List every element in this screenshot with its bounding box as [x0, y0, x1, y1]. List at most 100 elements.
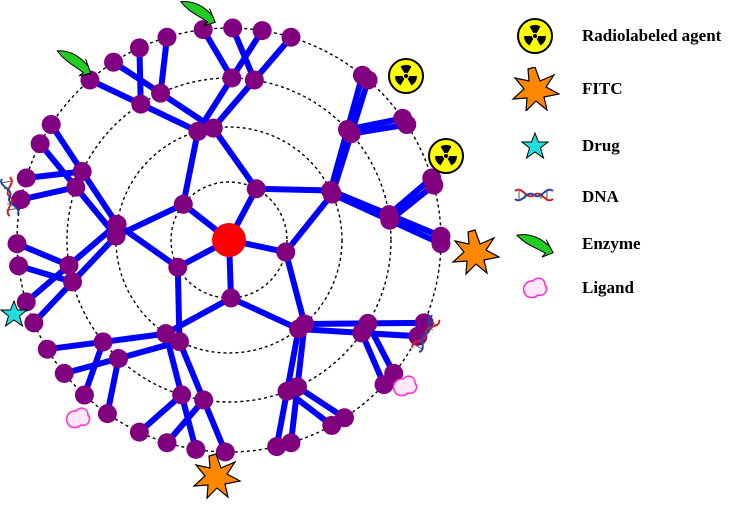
radioactive-icon: [517, 18, 553, 54]
branch-node: [80, 70, 100, 90]
branch-node: [66, 177, 86, 197]
legend-item-ligand: Ligand: [510, 266, 745, 310]
legend-item-enzyme: Enzyme: [510, 222, 745, 266]
legend-label: FITC: [582, 79, 623, 98]
branch-node: [24, 313, 44, 333]
branch-node: [289, 319, 309, 339]
branch-node: [281, 433, 301, 453]
branch-line: [79, 168, 121, 228]
branch-line: [137, 101, 201, 135]
branch-node: [173, 194, 193, 214]
branch-node: [16, 168, 36, 188]
star-icon: [521, 132, 549, 159]
branch-node: [59, 255, 79, 275]
branch-node: [72, 162, 92, 182]
starburst-icon: [512, 67, 560, 111]
branch-node: [352, 323, 372, 343]
branch-line: [194, 75, 235, 135]
branch-line: [69, 233, 120, 285]
branch-line: [210, 125, 260, 192]
radioactive-icon: [388, 58, 424, 94]
branch-line: [301, 320, 371, 327]
branch-node: [424, 175, 444, 195]
branch-line: [210, 76, 258, 132]
branch-node: [106, 226, 126, 246]
branch-node: [7, 234, 27, 254]
branch-node: [129, 422, 149, 442]
branch-node: [168, 257, 188, 277]
dna-helix-icon: [514, 188, 554, 202]
branch-line: [282, 191, 336, 256]
branch-line: [180, 128, 201, 208]
branch-node: [252, 21, 272, 41]
radioactive-icon: [428, 138, 464, 174]
branch-node: [16, 292, 36, 312]
branch-node: [63, 272, 83, 292]
legend-item-drug: Drug: [510, 124, 745, 168]
branch-node: [129, 38, 149, 58]
branch-node: [223, 18, 243, 38]
branch-node: [97, 404, 117, 424]
branch-node: [341, 124, 361, 144]
branch-node: [374, 375, 394, 395]
legend-item-dna: DNA: [510, 175, 745, 219]
branch-node: [267, 437, 287, 457]
legend-label: DNA: [582, 187, 619, 206]
legend-label: Drug: [582, 136, 620, 155]
branch-node: [151, 83, 171, 103]
branch-node: [157, 27, 177, 47]
branch-node: [186, 439, 206, 459]
legend-item-fitc: FITC: [510, 67, 745, 111]
branch-node: [169, 332, 189, 352]
branch-node: [194, 390, 214, 410]
branch-node: [172, 385, 192, 405]
branch-node: [11, 190, 31, 210]
branch-line: [174, 264, 183, 345]
branch-node: [281, 27, 301, 47]
starburst-icon: [452, 229, 500, 275]
branch-node: [131, 94, 151, 114]
starburst-icon: [193, 453, 241, 499]
branch-node: [157, 433, 177, 453]
legend-label: Enzyme: [582, 234, 641, 253]
branch-node: [215, 442, 235, 462]
ligand-blob-icon: [65, 407, 91, 429]
branch-node: [408, 326, 428, 346]
branch-node: [9, 256, 29, 276]
branch-node: [222, 68, 242, 88]
branch-line: [228, 294, 302, 333]
branch-node: [203, 118, 223, 138]
branch-line: [115, 338, 183, 362]
branch-node: [41, 115, 61, 135]
branch-node: [431, 234, 451, 254]
branch-node: [358, 70, 378, 90]
branch-line: [113, 201, 187, 240]
branch-node: [54, 363, 74, 383]
branch-node: [246, 179, 266, 199]
branch-line: [100, 330, 169, 345]
branch-line: [176, 338, 207, 404]
branch-node: [30, 134, 50, 154]
branch-node: [221, 288, 241, 308]
branch-line: [282, 249, 308, 327]
legend-item-radiolabeled: Radiolabeled agent: [510, 14, 745, 58]
dendrimer-core: [212, 223, 246, 257]
branch-nodes: [7, 18, 451, 462]
ligand-blob-icon: [522, 277, 548, 299]
branch-node: [380, 210, 400, 230]
branch-node: [93, 332, 113, 352]
legend-label: Radiolabeled agent: [582, 26, 722, 45]
branch-node: [322, 184, 342, 204]
branch-node: [276, 242, 296, 262]
branch-node: [188, 121, 208, 141]
branch-node: [109, 348, 129, 368]
branch-node: [322, 415, 342, 435]
branch-line: [253, 185, 334, 194]
branch-line: [162, 294, 235, 337]
branch-node: [104, 52, 124, 72]
enzyme-icon: [512, 229, 558, 261]
branch-node: [37, 339, 57, 359]
branch-node: [244, 70, 264, 90]
branch-node: [277, 381, 297, 401]
